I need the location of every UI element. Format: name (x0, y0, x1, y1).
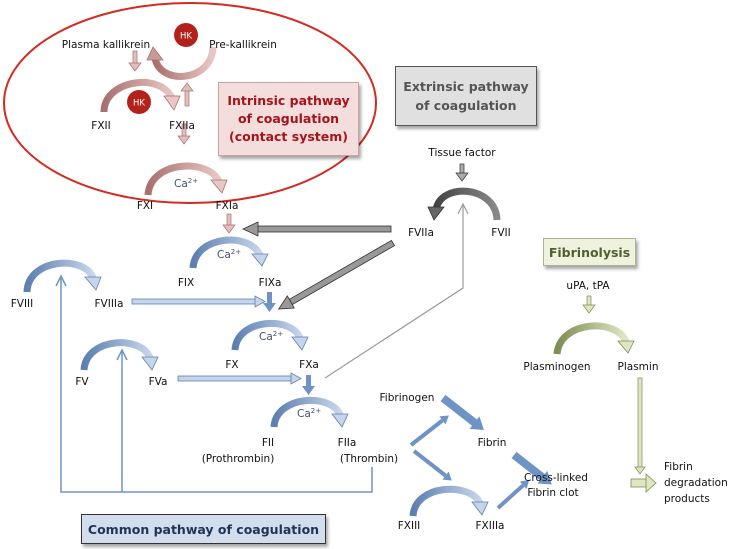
intrinsic-title-line-1: Intrinsic pathway (227, 93, 350, 108)
label-fxi: FXI (137, 200, 153, 212)
intrinsic-ellipse (3, 2, 377, 204)
hk-label: HK (133, 99, 145, 109)
fibrinolysis-title: Fibrinolysis (548, 244, 631, 260)
arrow-thrombin-fibrin (409, 415, 449, 447)
arrow-tissue-factor-down (455, 163, 469, 182)
arc-arrow-fix-fixa (189, 236, 269, 269)
arc-arrow-fx-fxa (231, 319, 309, 351)
hk-circle-middle: HK (127, 90, 151, 114)
label-fixa: FIXa (259, 277, 282, 289)
arrow-fxa-fii (302, 375, 315, 395)
label-fxa: FXa (299, 359, 319, 371)
hk-circle-top: HK (174, 23, 198, 47)
arrow-fibrinogen-fibrin (440, 394, 484, 431)
arrow-fxiia-up (180, 82, 194, 107)
arc-arrow-fii-fiia (270, 396, 349, 428)
hk-label: HK (180, 32, 192, 42)
arc-arrow-fviii-fviiia (23, 259, 102, 293)
arrow-fxiiia-clot (496, 479, 530, 510)
fibrinolysis-box: Fibrinolysis (543, 238, 636, 266)
feedback-line-thrombin (55, 274, 373, 493)
extrinsic-pathway-box: Extrinsic pathway of coagulation (395, 66, 537, 126)
intrinsic-title-line-3: (contact system) (229, 129, 348, 144)
arc-arrow-plasminogen-plasmin (553, 322, 635, 355)
label-fxiii: FXIII (398, 520, 421, 532)
arrow-kallikrein-down (128, 50, 142, 72)
label-fiia: FIIa (338, 437, 357, 449)
arc-arrow-fvii-fviia (427, 187, 501, 221)
label-fva: FVa (149, 376, 168, 388)
label-fxiiia: FXIIIa (476, 520, 505, 532)
arrow-thrombin-fxiii (412, 449, 452, 481)
common-pathway-box: Common pathway of coagulation (81, 514, 326, 544)
label-prothrombin: (Prothrombin) (202, 453, 275, 465)
intrinsic-pathway-box: Intrinsic pathway of coagulation (contac… (218, 82, 359, 156)
arrow-fxia-down (222, 213, 236, 234)
feedback-line-fxa-extrinsic (324, 202, 469, 379)
label-fdp-3: products (664, 493, 710, 505)
arrow-upa-down (582, 295, 596, 314)
label-ca-fii: Ca2+ (297, 407, 321, 420)
arrow-fibrin-clot (511, 451, 552, 485)
label-fdp-2: degradation (664, 477, 728, 489)
label-plasmin: Plasmin (618, 361, 659, 373)
extrinsic-title-line-1: Extrinsic pathway (403, 79, 529, 94)
arc-arrow-prekallikrein-kallikrein (146, 46, 217, 80)
label-tissue-factor: Tissue factor (427, 147, 496, 159)
arc-arrow-fxii-fxiia (100, 79, 181, 113)
arrow-fva-fxa (177, 372, 302, 385)
label-plasminogen: Plasminogen (523, 361, 590, 373)
label-fviii: FVIII (11, 298, 34, 310)
label-fix: FIX (178, 277, 194, 289)
label-plasma-kallikrein: Plasma kallikrein (62, 39, 150, 51)
common-title: Common pathway of coagulation (87, 521, 320, 537)
label-fviia: FVIIa (408, 227, 434, 239)
label-fdp-1: Fibrin (664, 461, 693, 473)
extrinsic-title-line-2: of coagulation (415, 98, 517, 113)
label-thrombin: (Thrombin) (340, 453, 398, 465)
arc-arrow-fxiii-fxiiia (409, 485, 489, 517)
label-pre-kallikrein: Pre-kallikrein (209, 39, 277, 51)
arc-arrow-fxi-fxia (144, 162, 228, 196)
arrow-fviia-fx (277, 239, 396, 310)
label-fibrinogen: Fibrinogen (380, 392, 435, 404)
label-fv: FV (75, 376, 89, 388)
arrow-fxiia-down (177, 123, 191, 145)
intrinsic-title-line-2: of coagulation (237, 111, 340, 126)
label-fvii: FVII (491, 227, 510, 239)
label-fxiia: FXIIa (169, 120, 195, 132)
label-fxii: FXII (91, 120, 110, 132)
label-upa-tpa: uPA, tPA (566, 280, 610, 292)
arrow-plasmin-down (634, 377, 646, 475)
label-fibrin-clot: Fibrin clot (527, 487, 578, 499)
label-ca-fxi: Ca2+ (174, 177, 198, 190)
label-fii: FII (262, 437, 274, 449)
arrow-fviia-fix (242, 221, 392, 237)
arrow-clot-fdp (630, 473, 657, 493)
label-ca-fix: Ca2+ (217, 248, 241, 261)
label-fibrin: Fibrin (478, 437, 507, 449)
label-fviiia: FVIIIa (95, 298, 124, 310)
arrow-fviiia-fx (131, 295, 266, 308)
arrow-fixa-fx (263, 292, 276, 312)
label-ca-fx: Ca2+ (259, 330, 283, 343)
arc-arrow-fv-fva (80, 339, 159, 371)
label-fxia: FXIa (216, 200, 239, 212)
label-fx: FX (225, 359, 238, 371)
label-cross-linked: Cross-linked (524, 472, 588, 484)
